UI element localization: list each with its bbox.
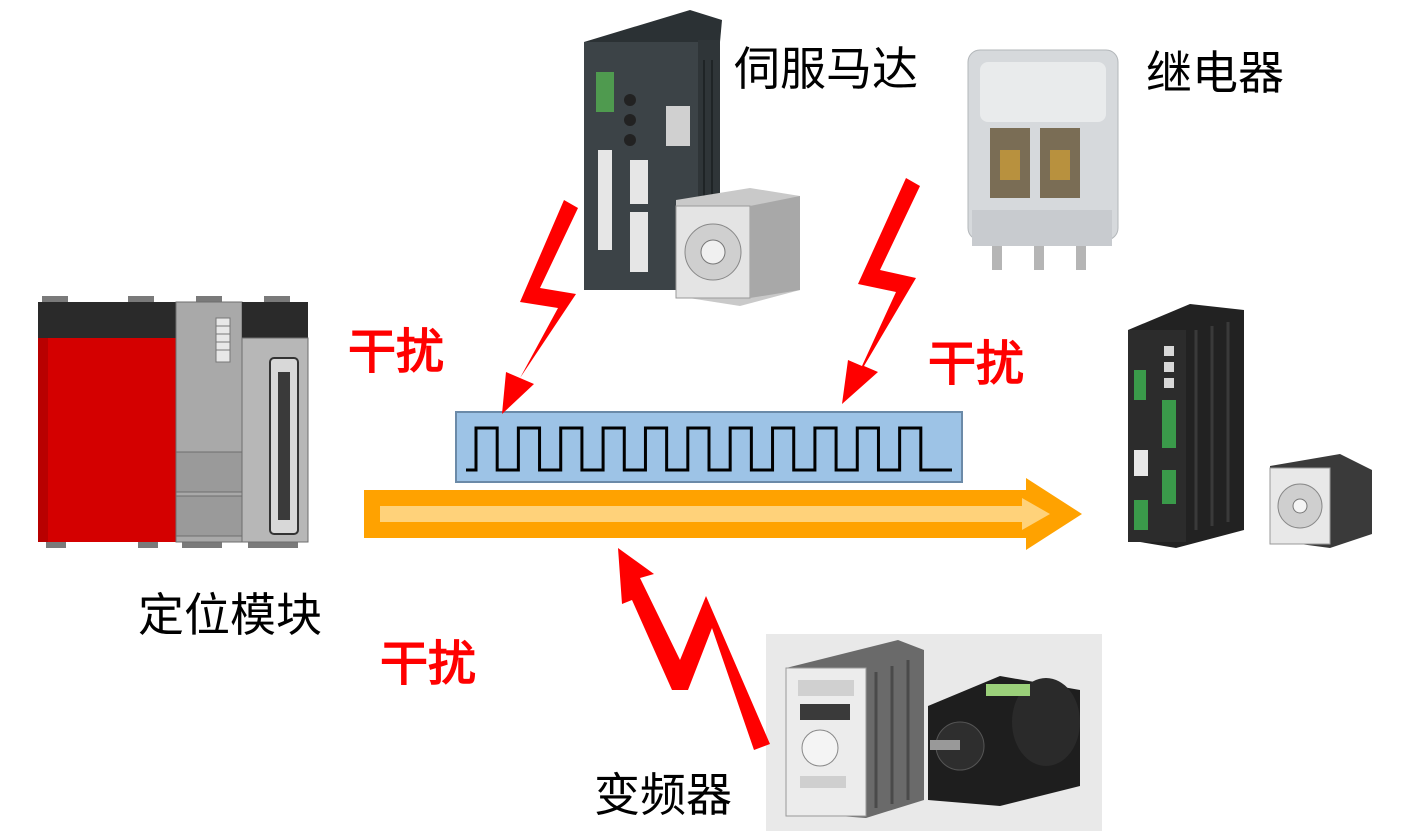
lightning-left — [502, 200, 578, 414]
lightning-right — [842, 178, 920, 404]
interference-label-left: 干扰 — [348, 324, 445, 380]
servo-motor-label: 伺服马达 — [734, 42, 918, 96]
inverter-label: 变频器 — [594, 768, 732, 822]
positioning-module-image — [38, 296, 309, 548]
pulse-waveform — [466, 426, 952, 472]
servo-motor-image — [584, 10, 800, 306]
positioning-module-label: 定位模块 — [138, 588, 322, 642]
relay-image — [967, 49, 1119, 270]
driver-motor-image — [1128, 304, 1372, 548]
lightning-bottom — [618, 548, 770, 750]
inverter-image — [766, 634, 1102, 831]
pulse-signal-box — [455, 411, 963, 483]
interference-label-bottom: 干扰 — [380, 636, 477, 692]
relay-label: 继电器 — [1146, 46, 1284, 100]
signal-arrow — [364, 478, 1082, 550]
interference-label-right: 干扰 — [928, 336, 1025, 392]
